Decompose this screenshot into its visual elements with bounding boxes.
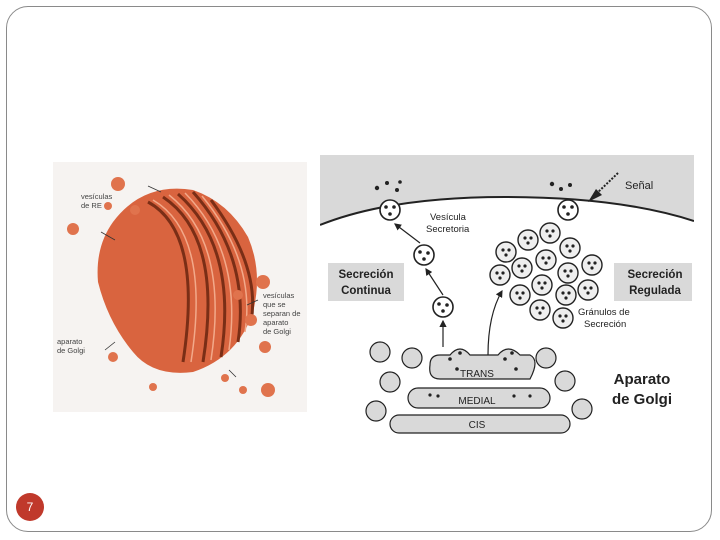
aparato-golgi-label-1: Aparato — [614, 371, 671, 388]
slide-frame — [6, 6, 712, 532]
golgi-apparatus-label-2: de Golgi — [57, 346, 85, 355]
secretion-granules — [489, 222, 603, 329]
signal-label: Señal — [625, 180, 653, 192]
er-vesicles-label-2: de RE — [81, 201, 102, 210]
continua-label-2: Continua — [341, 285, 391, 297]
golgi-vesicles-label-4: aparato — [263, 318, 288, 327]
signal-arrow — [588, 172, 619, 202]
regulada-label-2: Regulada — [629, 285, 681, 297]
golgi-apparatus-label-1: aparato — [57, 337, 82, 346]
golgi-illustration: vesículas de RE vesículas que se separan… — [53, 162, 307, 412]
golgi-vesicles-label-3: separan de — [263, 309, 301, 318]
granulos-label-2: Secreción — [584, 319, 626, 330]
vesicula-label-2: Secretoria — [426, 224, 470, 235]
er-vesicles-label-1: vesículas — [81, 192, 113, 201]
cis-label: CIS — [469, 420, 486, 431]
page-number-badge: 7 — [16, 493, 44, 521]
vesicula-label-1: Vesícula — [430, 212, 467, 223]
golgi-vesicles-label-2: que se — [263, 300, 286, 309]
secretion-diagram: Señal Vesícula Secretoria Secreción Cont… — [320, 155, 694, 434]
aparato-golgi-label-2: de Golgi — [612, 391, 672, 408]
golgi-vesicles-label-5: de Golgi — [263, 327, 291, 336]
vesicles — [67, 177, 275, 397]
medial-label: MEDIAL — [458, 396, 496, 407]
trans-label: TRANS — [460, 369, 494, 380]
granulos-label-1: Gránulos de — [578, 307, 630, 318]
continua-label-1: Secreción — [339, 269, 394, 281]
golgi-vesicles-label-1: vesículas — [263, 291, 295, 300]
regulada-label-1: Secreción — [628, 269, 683, 281]
golgi-side-vesicles — [365, 341, 593, 422]
